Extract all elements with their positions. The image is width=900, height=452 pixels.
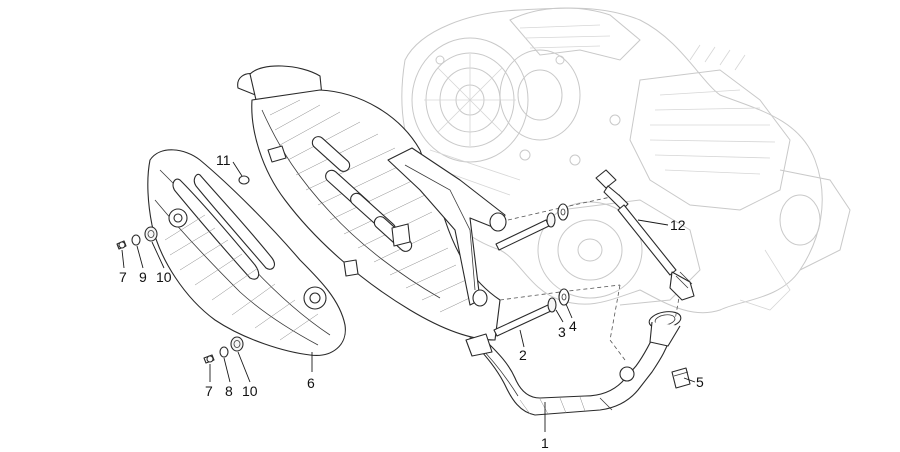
lambda-sensor [595,169,695,301]
hardware-upper [116,226,158,250]
callout-12: 12 [670,217,686,233]
callout-3: 3 [558,324,566,340]
engine-ghost [401,7,851,314]
exhaust-pipe [465,311,682,416]
heat-shield [147,149,346,356]
clip-part [671,367,691,389]
callout-7-lower: 7 [205,383,213,399]
callout-11: 11 [216,152,231,168]
grommet-part [238,175,250,185]
callout-1: 1 [541,435,549,451]
callout-4: 4 [569,318,577,334]
hardware-lower [203,336,244,364]
callout-6: 6 [307,375,315,391]
leader-lines [121,161,696,432]
callout-10-upper: 10 [156,269,172,285]
assembly-lines [499,194,681,361]
silencer-body [237,65,507,341]
callout-10-lower: 10 [242,383,258,399]
mounting-bolts [493,203,570,337]
callouts: 1 2 3 4 5 6 7 9 10 7 8 10 11 12 [119,152,704,451]
callout-8: 8 [225,383,233,399]
callout-5: 5 [696,374,704,390]
callout-9: 9 [139,269,147,285]
callout-7-upper: 7 [119,269,127,285]
callout-2: 2 [519,347,527,363]
